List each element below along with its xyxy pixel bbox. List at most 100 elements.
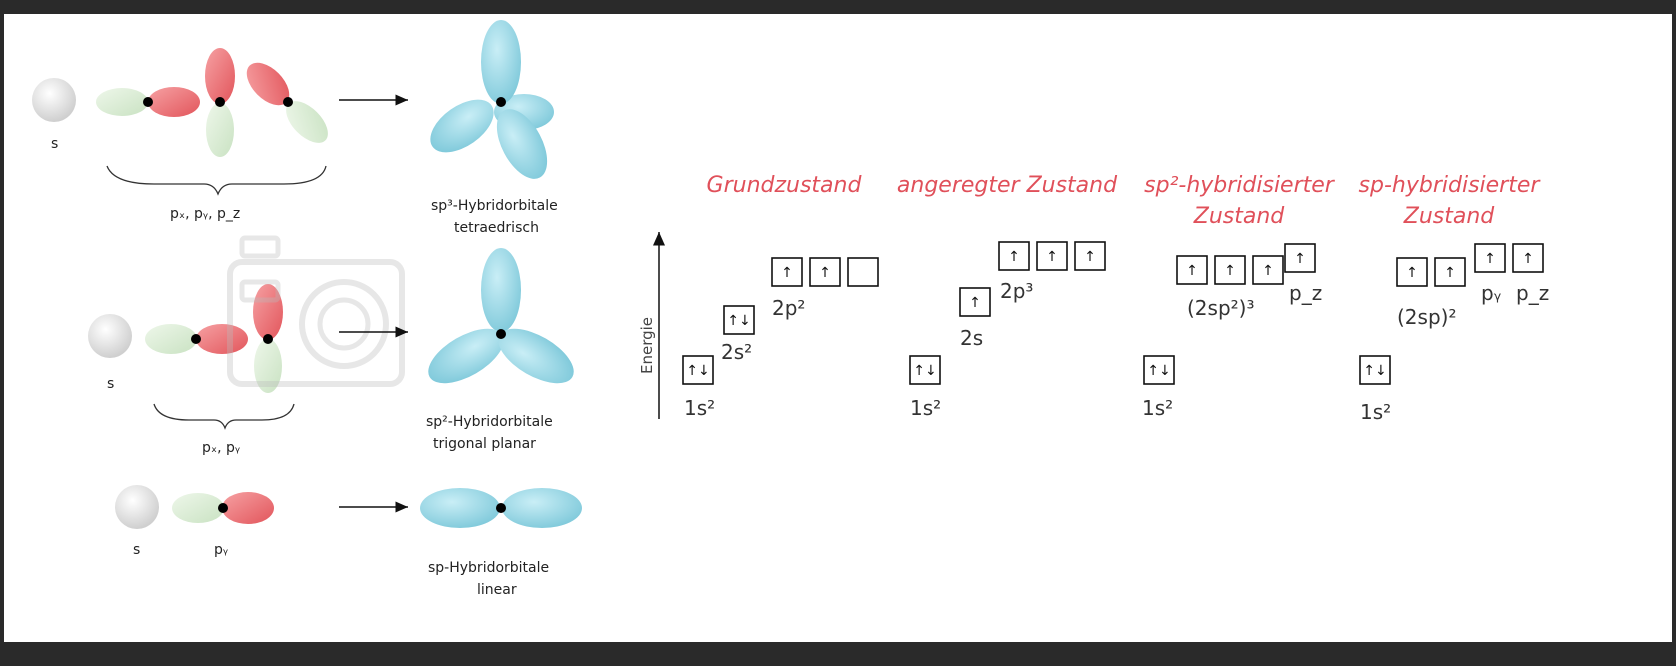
state-title: angeregter Zustand <box>897 173 1118 198</box>
result-line2: linear <box>477 582 517 598</box>
sp-hybrid-orbitals <box>420 488 582 528</box>
p-label: pᵧ <box>214 542 228 558</box>
sp2-hybrid-orbitals <box>428 248 574 384</box>
axis-label: Energie <box>638 317 656 374</box>
orbital-group: ↑↓ 1s² <box>1142 355 1175 420</box>
state-title: Grundzustand <box>707 173 863 198</box>
orbital-group: ↑ p_z <box>1284 243 1322 305</box>
orbital-group: ↑ pᵧ <box>1474 243 1506 305</box>
result-line2: tetraedrisch <box>454 220 539 236</box>
electron-arrows: ↑↓ <box>1363 363 1386 379</box>
result-line1: sp³-Hybridorbitale <box>431 198 558 214</box>
electron-arrows: ↑↓ <box>727 313 750 329</box>
electron-arrows: ↑ <box>1444 265 1456 281</box>
orbital-box <box>959 287 991 317</box>
s-orbital <box>115 485 159 529</box>
config-label: p_z <box>1289 281 1322 305</box>
orbital-box <box>1396 257 1428 287</box>
electron-arrows: ↑ <box>1186 263 1198 279</box>
orbital-group: ↑↓1s² <box>682 355 715 420</box>
orbital-box <box>998 241 1030 271</box>
state-title: Zustand <box>1403 204 1496 229</box>
state-title: Zustand <box>1193 204 1286 229</box>
orbital-box <box>1434 257 1466 287</box>
electron-arrows: ↑ <box>1224 263 1236 279</box>
electron-configurations: Grundzustand ↑↓ 1s² ↑↓ 2s² ↑ ↑ 2p² angeregter Zu… <box>682 173 1550 424</box>
electron-arrows: ↑↓ <box>913 363 936 379</box>
config-label: pᵧ <box>1481 281 1502 305</box>
electron-arrows: ↑ <box>1084 249 1096 265</box>
result-line1: sp-Hybridorbitale <box>428 560 549 576</box>
orbital-box <box>1143 355 1175 385</box>
electron-arrows: ↑↓ <box>686 363 709 379</box>
orbital-group: ↑ 2s <box>959 287 991 350</box>
orbital-box <box>682 355 714 385</box>
px-orbital <box>96 87 200 117</box>
orbital-box <box>723 305 755 335</box>
orbital-box <box>1512 243 1544 273</box>
py-orbital <box>253 284 283 393</box>
sp-row: s pᵧ sp-Hybridorbitale linear <box>115 485 582 598</box>
electron-arrows: ↑ <box>819 265 831 281</box>
sp2-row: s pₓ, pᵧ sp²-Hybridorbitale trigo <box>88 235 574 456</box>
brace <box>106 165 327 196</box>
config-label: 2s <box>960 326 983 350</box>
config-label: 1s² <box>1142 396 1173 420</box>
orbital-group: ↑ ↑ (2sp)² <box>1396 257 1466 329</box>
electron-arrows: ↑ <box>1008 249 1020 265</box>
electron-arrows: ↑ <box>1484 251 1496 267</box>
electron-arrows: ↑ <box>781 265 793 281</box>
s-label: s <box>133 542 140 558</box>
s-label: s <box>51 136 58 152</box>
config-label: (2sp²)³ <box>1187 296 1254 320</box>
s-orbital <box>32 78 76 122</box>
pz-orbital <box>246 62 328 143</box>
electron-arrows: ↑↓ <box>1147 363 1170 379</box>
orbital-box <box>809 257 841 287</box>
s-orbital <box>88 314 132 358</box>
orbital-group: ↑ p_z <box>1512 243 1549 305</box>
orbital-group: ↑ ↑ ↑ 2p³ <box>998 241 1106 303</box>
brace <box>153 403 295 430</box>
orbital-group: ↑ ↑ 2p² <box>771 257 879 320</box>
config-label: 2p² <box>772 296 805 320</box>
orbital-group: ↑↑↑(2sp²)³ <box>1176 255 1284 320</box>
result-line2: trigonal planar <box>433 436 536 452</box>
orbital-group: ↑↓ 2s² <box>721 305 755 364</box>
config-label: 1s² <box>1360 400 1391 424</box>
state-title: sp²-hybridisierter <box>1144 173 1336 198</box>
camera-watermark <box>227 235 405 387</box>
p-label: pₓ, pᵧ, p_z <box>170 206 240 222</box>
electron-arrows: ↑ <box>1522 251 1534 267</box>
electron-arrows: ↑ <box>1406 265 1418 281</box>
py-orbital <box>172 492 274 524</box>
config-label: (2sp)² <box>1397 305 1456 329</box>
p-label: pₓ, pᵧ <box>202 440 240 456</box>
electron-arrows: ↑ <box>969 295 981 311</box>
config-label: 2p³ <box>1000 279 1033 303</box>
orbital-box <box>909 355 941 385</box>
orbital-box <box>1359 355 1391 385</box>
py-orbital <box>205 48 235 157</box>
electron-arrows: ↑ <box>1294 251 1306 267</box>
s-label: s <box>107 376 114 392</box>
orbital-box <box>847 257 879 287</box>
orbital-box <box>1252 255 1284 285</box>
config-label: 2s² <box>721 340 752 364</box>
electron-arrows: ↑ <box>1046 249 1058 265</box>
orbital-box <box>1074 241 1106 271</box>
px-orbital <box>145 324 248 354</box>
orbital-box <box>771 257 803 287</box>
config-label: 1s² <box>910 396 941 420</box>
config-label: p_z <box>1516 281 1549 305</box>
diagram-panel: s pₓ, pᵧ, p_z sp³-Hybridorbitale tetraed <box>4 14 1672 642</box>
orbital-box <box>1284 243 1316 273</box>
orbital-group: ↑↓ 1s² <box>1359 355 1391 424</box>
orbital-group: ↑↓ 1s² <box>909 355 941 420</box>
orbital-box <box>1474 243 1506 273</box>
state-column: Grundzustand↑↓1s²↑↓2s²↑↑2p² <box>682 173 879 420</box>
orbital-box <box>1036 241 1068 271</box>
state-title: sp-hybridisierter <box>1359 173 1542 198</box>
